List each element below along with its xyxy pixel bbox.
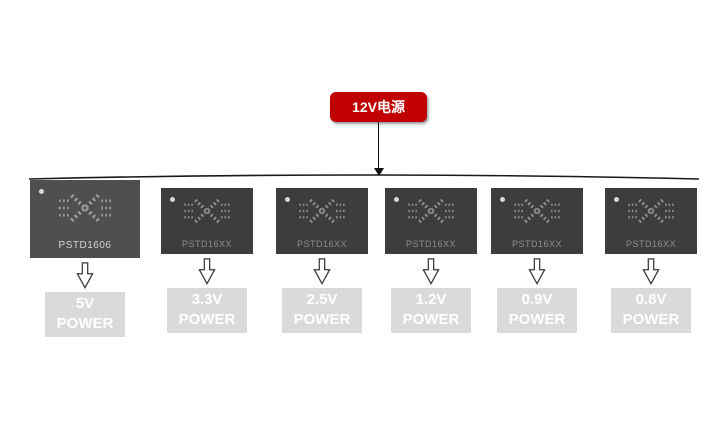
chip-part-number: PSTD16XX bbox=[296, 239, 348, 249]
chip-part-number: PSTD1606 bbox=[58, 240, 112, 251]
chip-pstd16xx: PSTD16XX bbox=[276, 188, 368, 254]
pin1-dot-icon bbox=[500, 197, 505, 202]
pin1-dot-icon bbox=[394, 197, 399, 202]
chip-pstd16xx: PSTD16XX bbox=[605, 188, 697, 254]
chip-part-number: PSTD16XX bbox=[625, 239, 677, 249]
source-connector-line bbox=[378, 122, 379, 169]
power-rail-column: PSTD16XX 0.9V POWER bbox=[477, 188, 597, 333]
down-arrow-icon bbox=[528, 258, 546, 285]
pin1-dot-icon bbox=[39, 189, 44, 194]
power-word-label: POWER bbox=[402, 311, 460, 329]
power-output-box: 0.9V POWER bbox=[497, 288, 577, 333]
power-word-label: POWER bbox=[293, 311, 351, 329]
chip-pstd16xx: PSTD16XX bbox=[385, 188, 477, 254]
power-source-label: 12V电源 bbox=[352, 99, 405, 115]
chip-die-icon bbox=[408, 198, 454, 224]
down-arrow-icon bbox=[642, 258, 660, 285]
pin1-dot-icon bbox=[614, 197, 619, 202]
chip-pstd16xx: PSTD16XX bbox=[491, 188, 583, 254]
power-voltage-label: 1.2V bbox=[415, 291, 447, 308]
chip-part-number: PSTD16XX bbox=[181, 239, 233, 249]
chip-die-icon bbox=[628, 198, 674, 224]
power-rail-column: PSTD16XX 3.3V POWER bbox=[147, 188, 267, 333]
power-word-label: POWER bbox=[178, 311, 236, 329]
power-voltage-label: 2.5V bbox=[306, 291, 338, 308]
power-voltage-label: 5V bbox=[75, 295, 95, 312]
power-output-box: 3.3V POWER bbox=[167, 288, 247, 333]
power-rail-column: PSTD16XX 2.5V POWER bbox=[262, 188, 382, 333]
pin1-dot-icon bbox=[285, 197, 290, 202]
down-arrow-icon bbox=[313, 258, 331, 285]
chip-die-icon bbox=[299, 198, 345, 224]
chip-pstd16xx: PSTD16XX bbox=[161, 188, 253, 254]
power-word-label: POWER bbox=[622, 311, 680, 329]
chip-part-number: PSTD16XX bbox=[511, 239, 563, 249]
power-voltage-label: 0.9V bbox=[521, 291, 553, 308]
down-arrow-icon bbox=[198, 258, 216, 285]
power-output-box: 1.2V POWER bbox=[391, 288, 471, 333]
power-rail-column: PSTD16XX 0.8V POWER bbox=[591, 188, 711, 333]
chip-pstd1606: PSTD1606 bbox=[30, 180, 140, 258]
power-voltage-label: 0.8V bbox=[635, 291, 667, 308]
pin1-dot-icon bbox=[170, 197, 175, 202]
power-voltage-label: 3.3V bbox=[191, 291, 223, 308]
power-rail-column: PSTD1606 5V POWER bbox=[25, 180, 145, 337]
chip-die-icon bbox=[58, 193, 112, 223]
power-word-label: POWER bbox=[508, 311, 566, 329]
power-output-box: 2.5V POWER bbox=[282, 288, 362, 333]
power-output-box: 0.8V POWER bbox=[611, 288, 691, 333]
power-source-box: 12V电源 bbox=[330, 92, 427, 122]
power-output-box: 5V POWER bbox=[45, 292, 125, 337]
source-arrowhead-icon bbox=[373, 168, 384, 176]
chip-part-number: PSTD16XX bbox=[405, 239, 457, 249]
chip-die-icon bbox=[514, 198, 560, 224]
chip-die-icon bbox=[184, 198, 230, 224]
down-arrow-icon bbox=[76, 262, 94, 289]
power-word-label: POWER bbox=[56, 315, 114, 333]
down-arrow-icon bbox=[422, 258, 440, 285]
power-bus-line bbox=[28, 174, 700, 180]
power-rail-column: PSTD16XX 1.2V POWER bbox=[371, 188, 491, 333]
